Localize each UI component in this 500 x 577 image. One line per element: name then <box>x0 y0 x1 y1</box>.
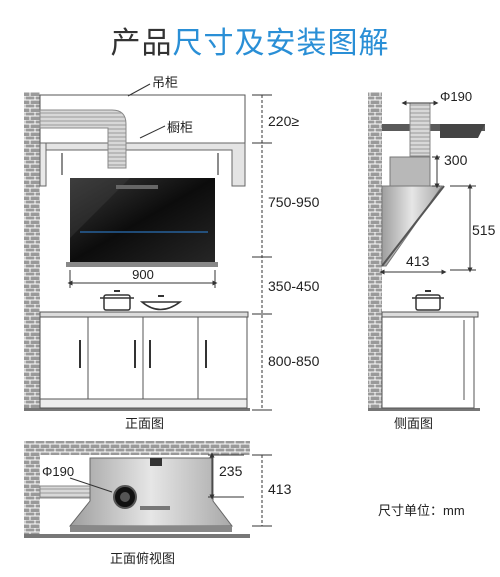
countertop <box>39 311 249 318</box>
base-cabinet <box>39 316 248 409</box>
side-countertop <box>381 311 479 318</box>
cabinet-door-left <box>39 142 47 187</box>
top-dim-depth: 413 <box>268 481 292 497</box>
callout-wall-cabinet: 吊柜 <box>152 75 178 90</box>
side-dim-height: 515 <box>472 222 496 238</box>
unit-note: 尺寸单位：mm <box>378 503 465 518</box>
dim-cabinet-height: 220≥ <box>268 113 299 129</box>
top-dim-duct-offset: 235 <box>219 463 243 479</box>
hood-front-edge <box>70 526 232 532</box>
callout-cabinet: 橱柜 <box>167 120 193 135</box>
dim-hood-height: 750-950 <box>268 194 320 210</box>
page-title: 产品尺寸及安装图解 <box>0 18 500 62</box>
side-pot <box>412 290 444 311</box>
top-duct-diameter: Φ190 <box>42 464 74 479</box>
floor-line <box>24 408 250 411</box>
brick-wall <box>24 92 40 410</box>
side-dim-depth-top: 300 <box>444 152 468 168</box>
title-part-1: 产品 <box>110 27 173 60</box>
pot <box>100 290 134 311</box>
top-view: Φ190 235 413 正面俯视图 <box>24 441 292 566</box>
hood-bottom-bar <box>66 262 218 267</box>
width-label: 900 <box>132 267 154 282</box>
hood-glass-panel <box>70 178 215 262</box>
front-view: 吊柜 橱柜 900 <box>24 75 320 431</box>
side-dim-depth: 413 <box>406 253 430 269</box>
dim-hood-to-stove: 350-450 <box>268 278 320 294</box>
title-part-2: 尺寸及安装图解 <box>172 27 390 60</box>
side-view: Φ190 300 515 413 侧面图 <box>368 89 496 431</box>
top-view-caption: 正面俯视图 <box>110 551 175 566</box>
exhaust-duct <box>39 109 127 169</box>
wok <box>139 295 183 311</box>
side-base-cabinet <box>381 316 475 409</box>
vertical-dimension-chain <box>252 94 272 411</box>
top-hood-plan <box>68 457 234 527</box>
side-duct <box>409 102 431 157</box>
side-brick-wall <box>368 92 382 410</box>
dim-counter-height: 800-850 <box>268 353 320 369</box>
side-view-caption: 侧面图 <box>394 416 433 431</box>
top-brick-wall <box>24 441 250 537</box>
side-duct-diameter: Φ190 <box>440 89 472 104</box>
front-view-caption: 正面图 <box>125 416 164 431</box>
